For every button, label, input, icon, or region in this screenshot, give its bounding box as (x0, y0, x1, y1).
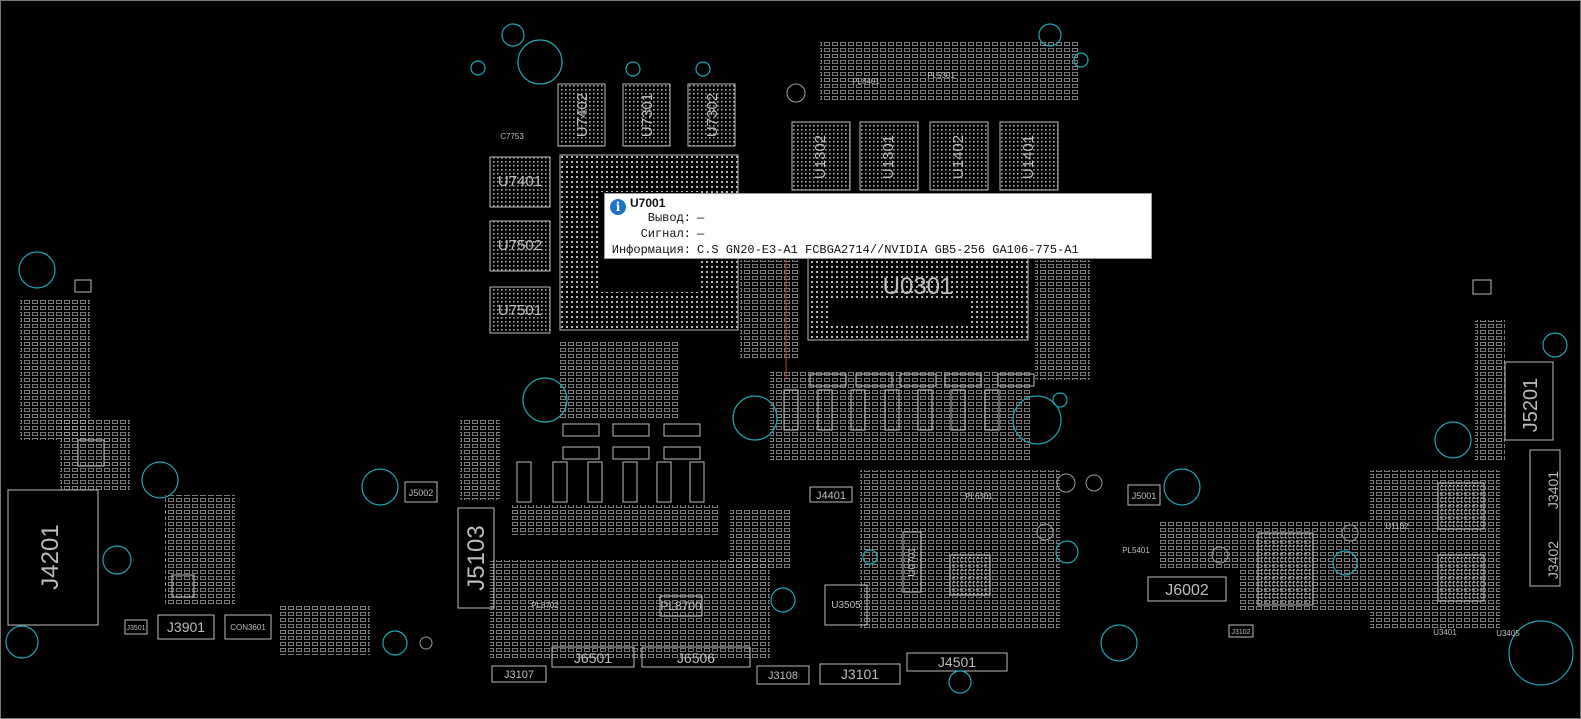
label-j6506: J6506 (677, 650, 715, 666)
label-u3405: U3405 (1496, 629, 1520, 638)
label-pl5401: PL5401 (1122, 546, 1150, 555)
label-j3901: J3901 (167, 619, 205, 635)
label-pl8700: PL8700 (660, 599, 702, 613)
tooltip-info-label: Информация: (611, 243, 691, 257)
label-u7302: U7302 (704, 93, 721, 137)
label-u7402: U7402 (574, 93, 591, 137)
label-u1302: U1302 (812, 135, 829, 179)
label-j3401: J3401 (1545, 471, 1561, 509)
label-j6002: J6002 (1165, 582, 1209, 599)
label-u7301: U7301 (639, 93, 656, 137)
component-labels: U7402 U7301 U7302 U1302 U1301 U1402 U140… (37, 71, 1561, 682)
label-j3501: J3501 (126, 625, 145, 632)
label-u0301: U0301 (883, 273, 954, 300)
label-j5002: J5002 (409, 488, 434, 498)
info-icon: i (610, 199, 626, 215)
label-j4501: J4501 (938, 654, 976, 670)
label-j5001: J5001 (1132, 491, 1157, 501)
label-u1102: U1102 (1386, 522, 1410, 531)
component-tooltip: i U7001 Вывод: — Сигнал: — Информация: C.S … (604, 193, 1152, 259)
board-center (457, 40, 1561, 685)
label-u7502: U7502 (498, 237, 542, 254)
label-u1401: U1401 (1020, 135, 1037, 179)
label-u3505: U3505 (831, 600, 861, 611)
tooltip-row-signal: Сигнал: — (605, 227, 705, 241)
tooltip-row-pin: Вывод: — (605, 211, 704, 225)
label-j3402: J3402 (1545, 541, 1561, 579)
label-j5201: J5201 (1520, 378, 1542, 433)
label-u7401: U7401 (498, 173, 542, 190)
label-con3601: CON3601 (230, 623, 266, 632)
board-left (7, 279, 438, 655)
label-c7753: C7753 (500, 132, 524, 141)
tooltip-pin-label: Вывод: (647, 211, 691, 225)
label-u3401: U3401 (1433, 628, 1457, 637)
label-j3108: J3108 (768, 670, 798, 682)
label-j3101: J3101 (841, 666, 879, 682)
tooltip-info-value: C.S GN20-E3-A1 FCBGA2714//NVIDIA GB5-256… (697, 243, 1079, 257)
label-j3107: J3107 (504, 669, 534, 681)
label-pl8401: PL8401 (852, 77, 880, 86)
label-j5103: J5103 (463, 525, 490, 590)
label-u0701: U0701 (907, 547, 918, 577)
tooltip-signal-value: — (697, 227, 705, 241)
tooltip-row-info: Информация: C.S GN20-E3-A1 FCBGA2714//NVI… (605, 243, 1079, 257)
tooltip-pin-value: — (697, 211, 705, 225)
tooltip-signal-label: Сигнал: (640, 227, 691, 241)
vias-left (5, 251, 408, 659)
label-j4201: J4201 (37, 524, 64, 589)
label-j4401: J4401 (816, 490, 846, 502)
label-pl6301: PL6301 (965, 492, 993, 501)
vias-grey (419, 83, 1359, 650)
label-j6501: J6501 (574, 650, 612, 666)
label-pl5301: PL5301 (927, 71, 955, 80)
label-j3102: J3102 (1231, 629, 1250, 636)
vias-center (470, 23, 1574, 694)
label-u7501: U7501 (498, 302, 542, 319)
label-u1301: U1301 (880, 135, 897, 179)
label-pl8702: PL8702 (531, 601, 559, 610)
tooltip-title: U7001 (630, 196, 666, 210)
label-u1402: U1402 (950, 135, 967, 179)
